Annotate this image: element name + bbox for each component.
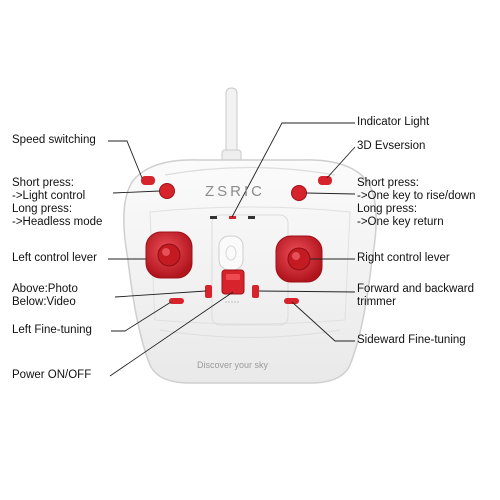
- sideward-fine-tuning-button[interactable]: [284, 298, 299, 304]
- slogan-text: Discover your sky: [197, 360, 269, 370]
- label-line: Long press:: [357, 203, 418, 215]
- label-photo-video: Above:Photo Below:Video: [12, 283, 78, 309]
- center-knob: [218, 235, 244, 271]
- label-indicator-light: Indicator Light: [357, 116, 430, 128]
- right-shoulder-button[interactable]: [318, 176, 332, 185]
- indicator-lights: [210, 216, 255, 219]
- label-line: Forward and backward: [357, 283, 474, 295]
- label-left-control-lever: Left control lever: [12, 252, 98, 264]
- leader-lines: [108, 122, 356, 377]
- label-power: Power ON/OFF: [12, 369, 92, 381]
- left-fine-tuning-button[interactable]: [169, 298, 184, 304]
- speaker-grill: [225, 301, 239, 303]
- label-right-control-lever: Right control lever: [357, 252, 450, 264]
- brand-logo: ZSRIC: [205, 183, 265, 200]
- photo-video-button[interactable]: [205, 285, 212, 298]
- label-line: ->One key to rise/down: [357, 190, 476, 202]
- label-line: ->One key return: [357, 216, 444, 228]
- label-line: Below:Video: [12, 296, 76, 308]
- forward-backward-trimmer[interactable]: [252, 285, 259, 298]
- right-top-button[interactable]: [291, 185, 307, 201]
- label-speed-switching: Speed switching: [12, 134, 96, 146]
- controller-body: [123, 159, 377, 384]
- label-forward-backward: Forward and backward trimmer: [357, 283, 474, 309]
- power-switch[interactable]: [221, 269, 245, 295]
- label-short-press-left: Short press: ->Light control Long press:…: [12, 177, 102, 229]
- label-line: ->Light control: [12, 190, 86, 202]
- label-line: Long press:: [12, 203, 73, 215]
- label-line: Short press:: [12, 177, 74, 189]
- left-control-stick[interactable]: [145, 231, 193, 279]
- label-line: trimmer: [357, 296, 396, 308]
- left-top-button[interactable]: [159, 183, 175, 199]
- label-sideward-fine-tuning: Sideward Fine-tuning: [357, 334, 466, 346]
- antenna: [221, 87, 242, 165]
- label-left-fine-tuning: Left Fine-tuning: [12, 324, 92, 336]
- left-shoulder-button[interactable]: [141, 176, 155, 185]
- label-3d-eversion: 3D Evsersion: [357, 140, 426, 152]
- label-line: ->Headless mode: [12, 216, 103, 228]
- right-control-stick[interactable]: [275, 235, 323, 283]
- label-short-press-right: Short press: ->One key to rise/down Long…: [357, 177, 476, 229]
- label-line: Short press:: [357, 177, 419, 189]
- label-line: Above:Photo: [12, 283, 78, 295]
